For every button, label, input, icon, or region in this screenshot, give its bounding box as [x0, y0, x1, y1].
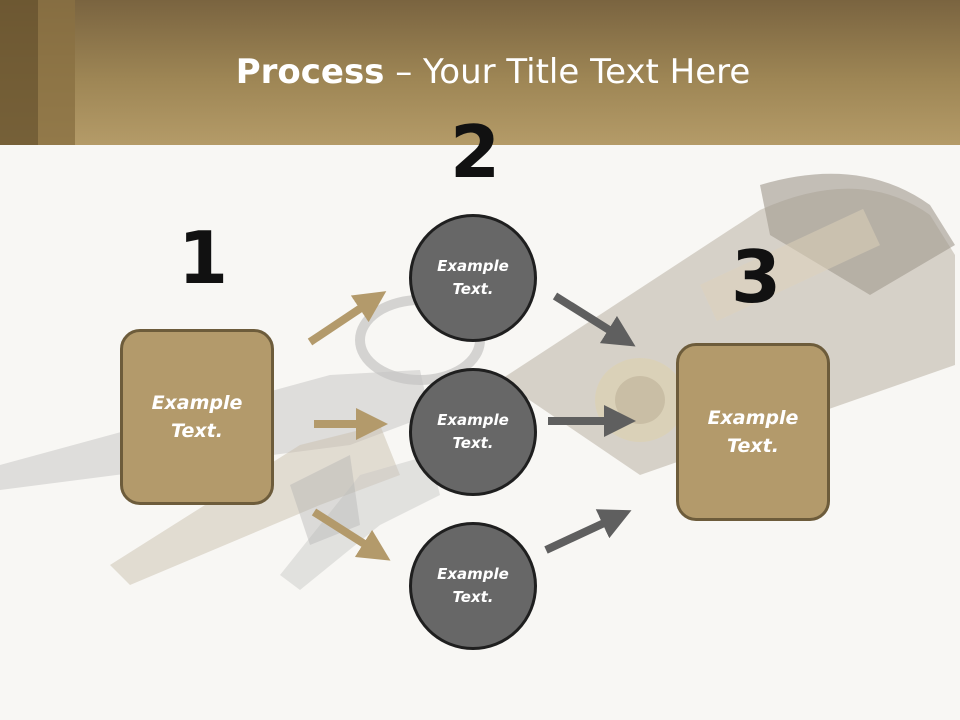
step-2-circle-middle: Example Text.	[409, 368, 537, 496]
step-1-text-line1: Example	[151, 391, 243, 414]
title-bar-accent-mid	[38, 0, 75, 145]
step-number-2: 2	[450, 110, 501, 194]
title-bar	[0, 0, 960, 145]
step-1-box: Example Text.	[120, 329, 274, 505]
circle-top-text-line2: Text.	[452, 280, 494, 298]
step-number-1: 1	[178, 216, 229, 300]
circle-middle-text-line1: Example	[437, 410, 509, 429]
circle-top-text-line1: Example	[437, 256, 509, 275]
step-1-text-line2: Text.	[171, 420, 223, 442]
step-3-text-line1: Example	[707, 406, 799, 429]
circle-middle-text-line2: Text.	[452, 434, 494, 452]
circle-bottom-text-line1: Example	[437, 564, 509, 583]
step-2-circle-top: Example Text.	[409, 214, 537, 342]
slide-title-bold: Process	[235, 52, 385, 92]
slide-title-rest: – Your Title Text Here	[384, 52, 751, 92]
circle-bottom-text-line2: Text.	[452, 588, 494, 606]
step-number-3: 3	[731, 235, 782, 319]
step-3-box: Example Text.	[676, 343, 830, 521]
slide-title: Process – Your Title Text Here	[0, 52, 960, 92]
step-2-circle-bottom: Example Text.	[409, 522, 537, 650]
step-3-text-line2: Text.	[727, 435, 779, 457]
title-bar-accent-dark	[0, 0, 38, 145]
